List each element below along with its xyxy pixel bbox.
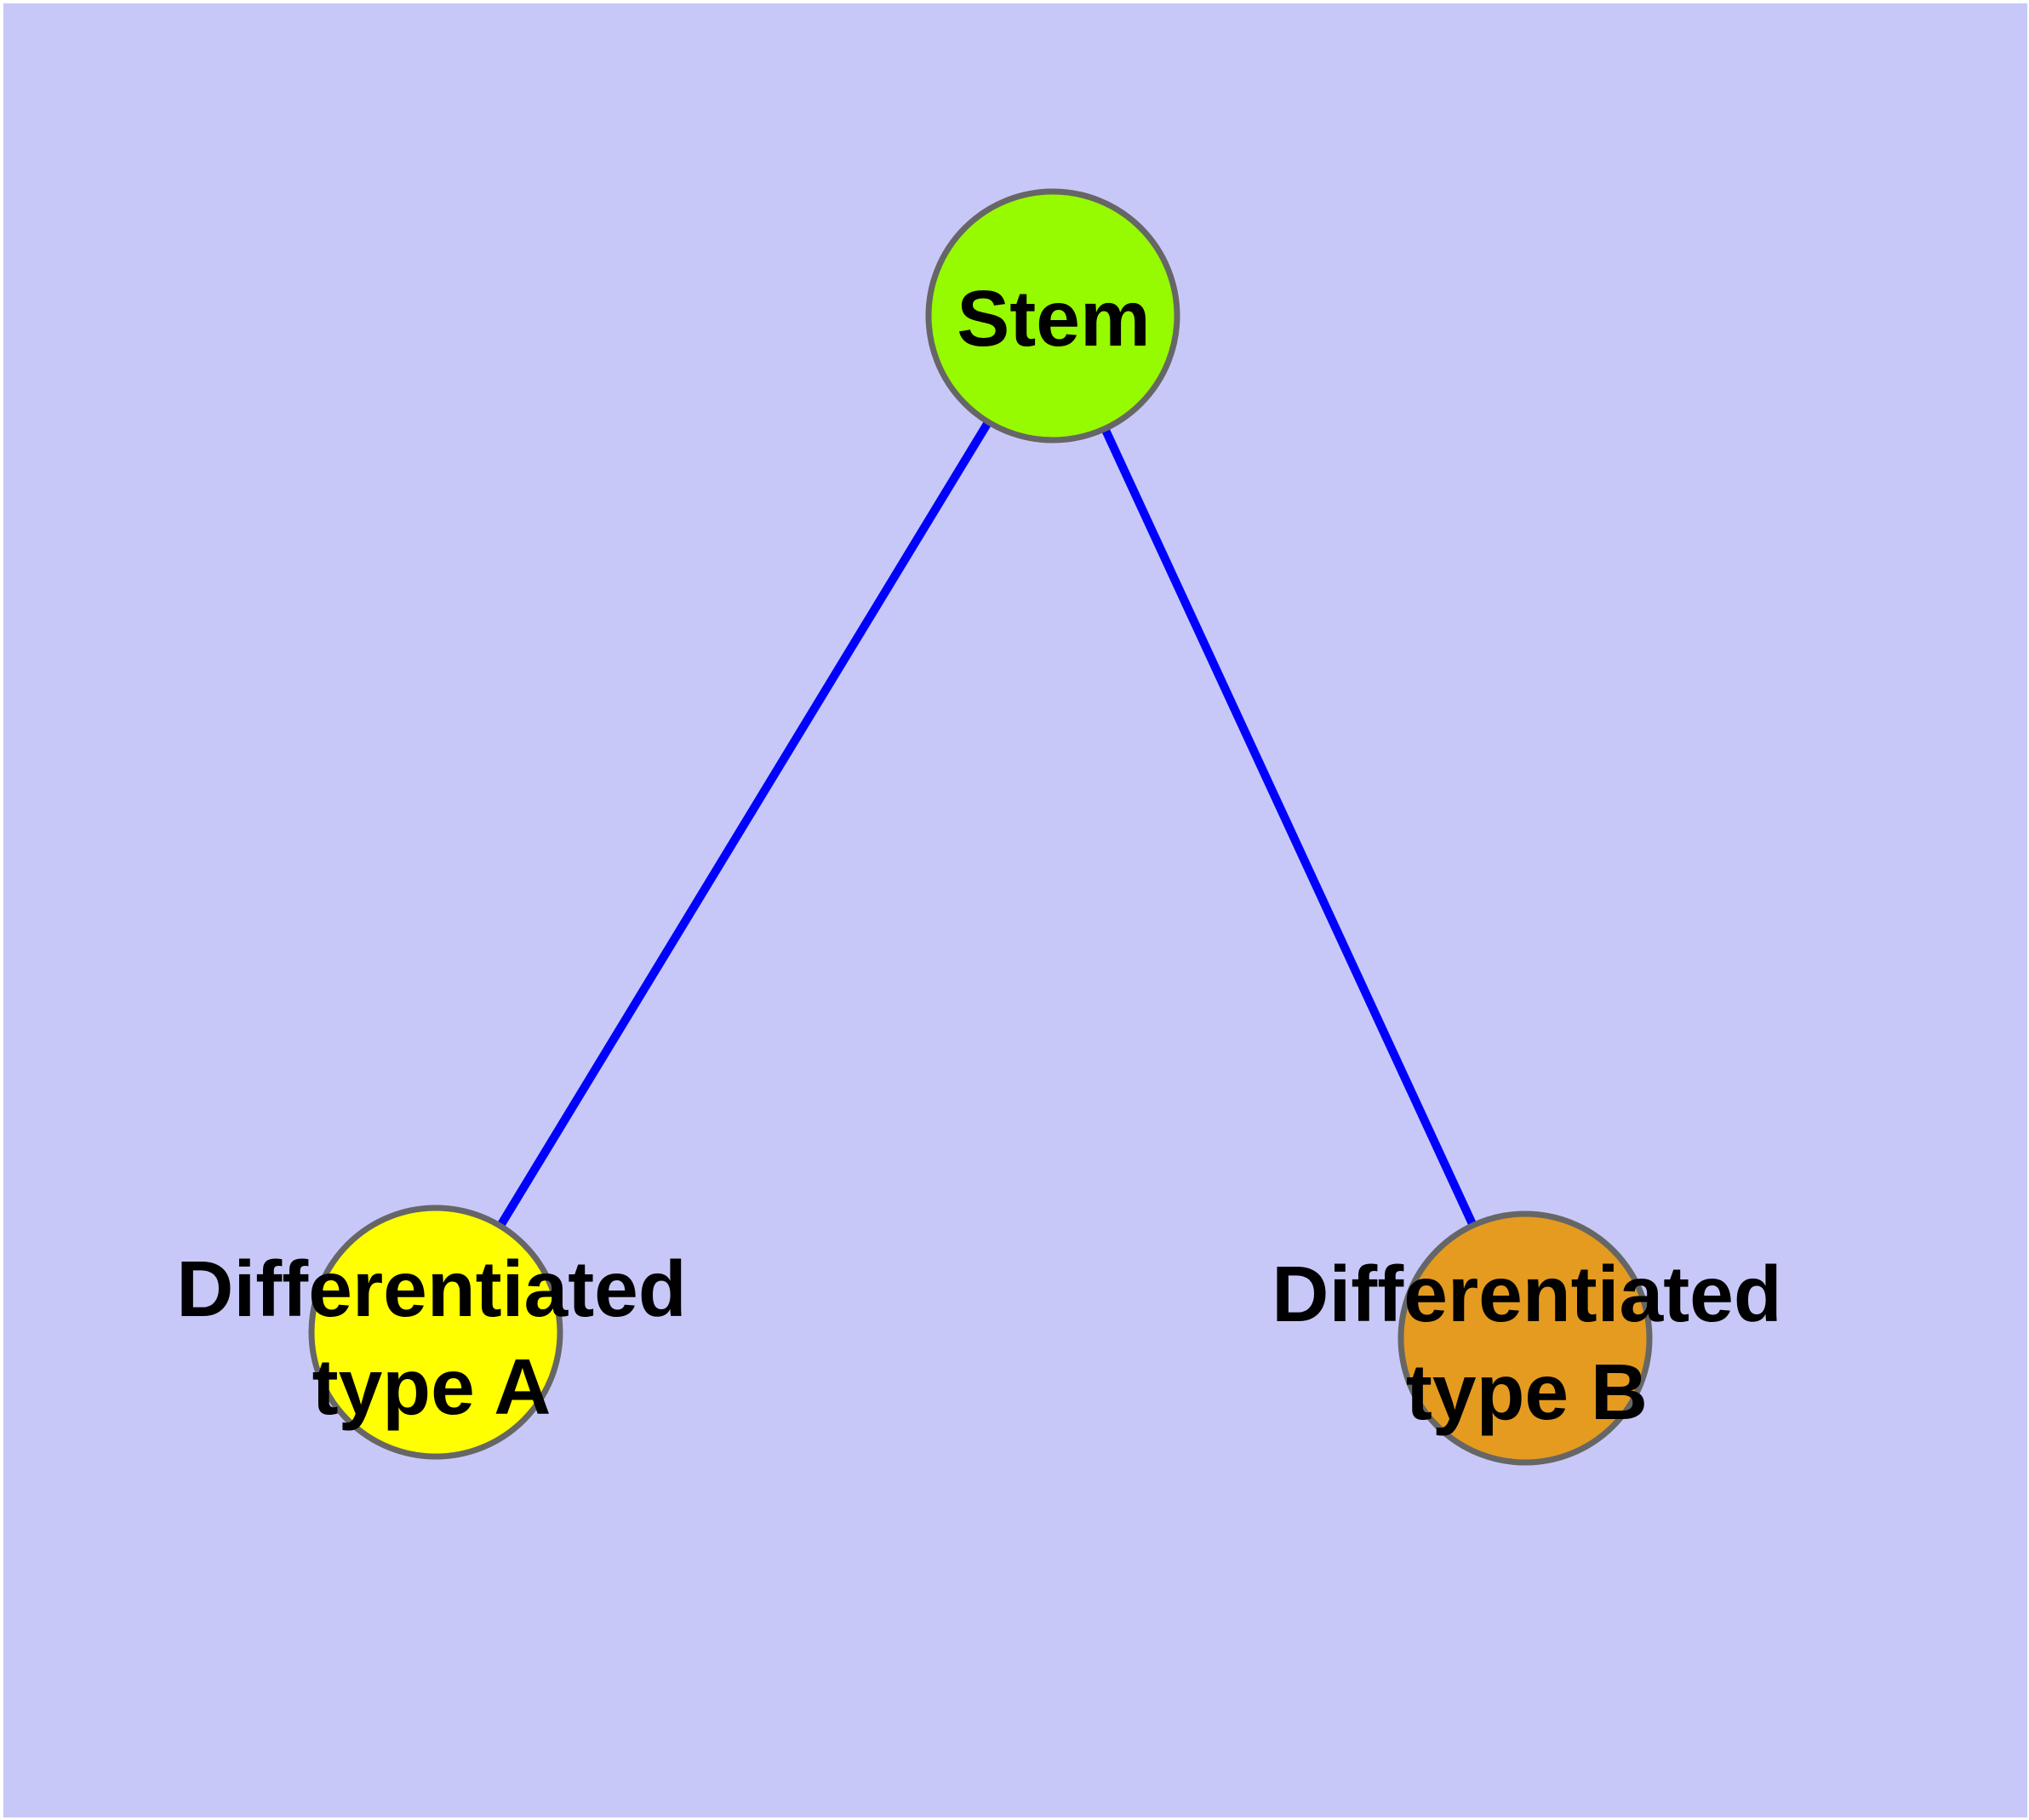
node-type-a-label-line1: Differentiated (176, 1245, 686, 1333)
node-stem-label: Stem (957, 274, 1150, 363)
edge-stem-to-type-a (432, 313, 1057, 1335)
node-type-b-label-line2: type B (1406, 1348, 1648, 1436)
node-type-a-label-line2: type A (312, 1342, 552, 1431)
node-type-b: Differentiated type B (1272, 1210, 1782, 1466)
node-type-a: Differentiated type A (176, 1205, 687, 1460)
node-type-b-circle (1397, 1210, 1653, 1466)
edge-stem-to-type-b (1049, 313, 1529, 1341)
node-stem-circle (925, 188, 1180, 444)
node-type-a-circle (308, 1205, 563, 1460)
node-type-b-label-line1: Differentiated (1272, 1250, 1781, 1338)
node-stem: Stem (925, 188, 1180, 444)
